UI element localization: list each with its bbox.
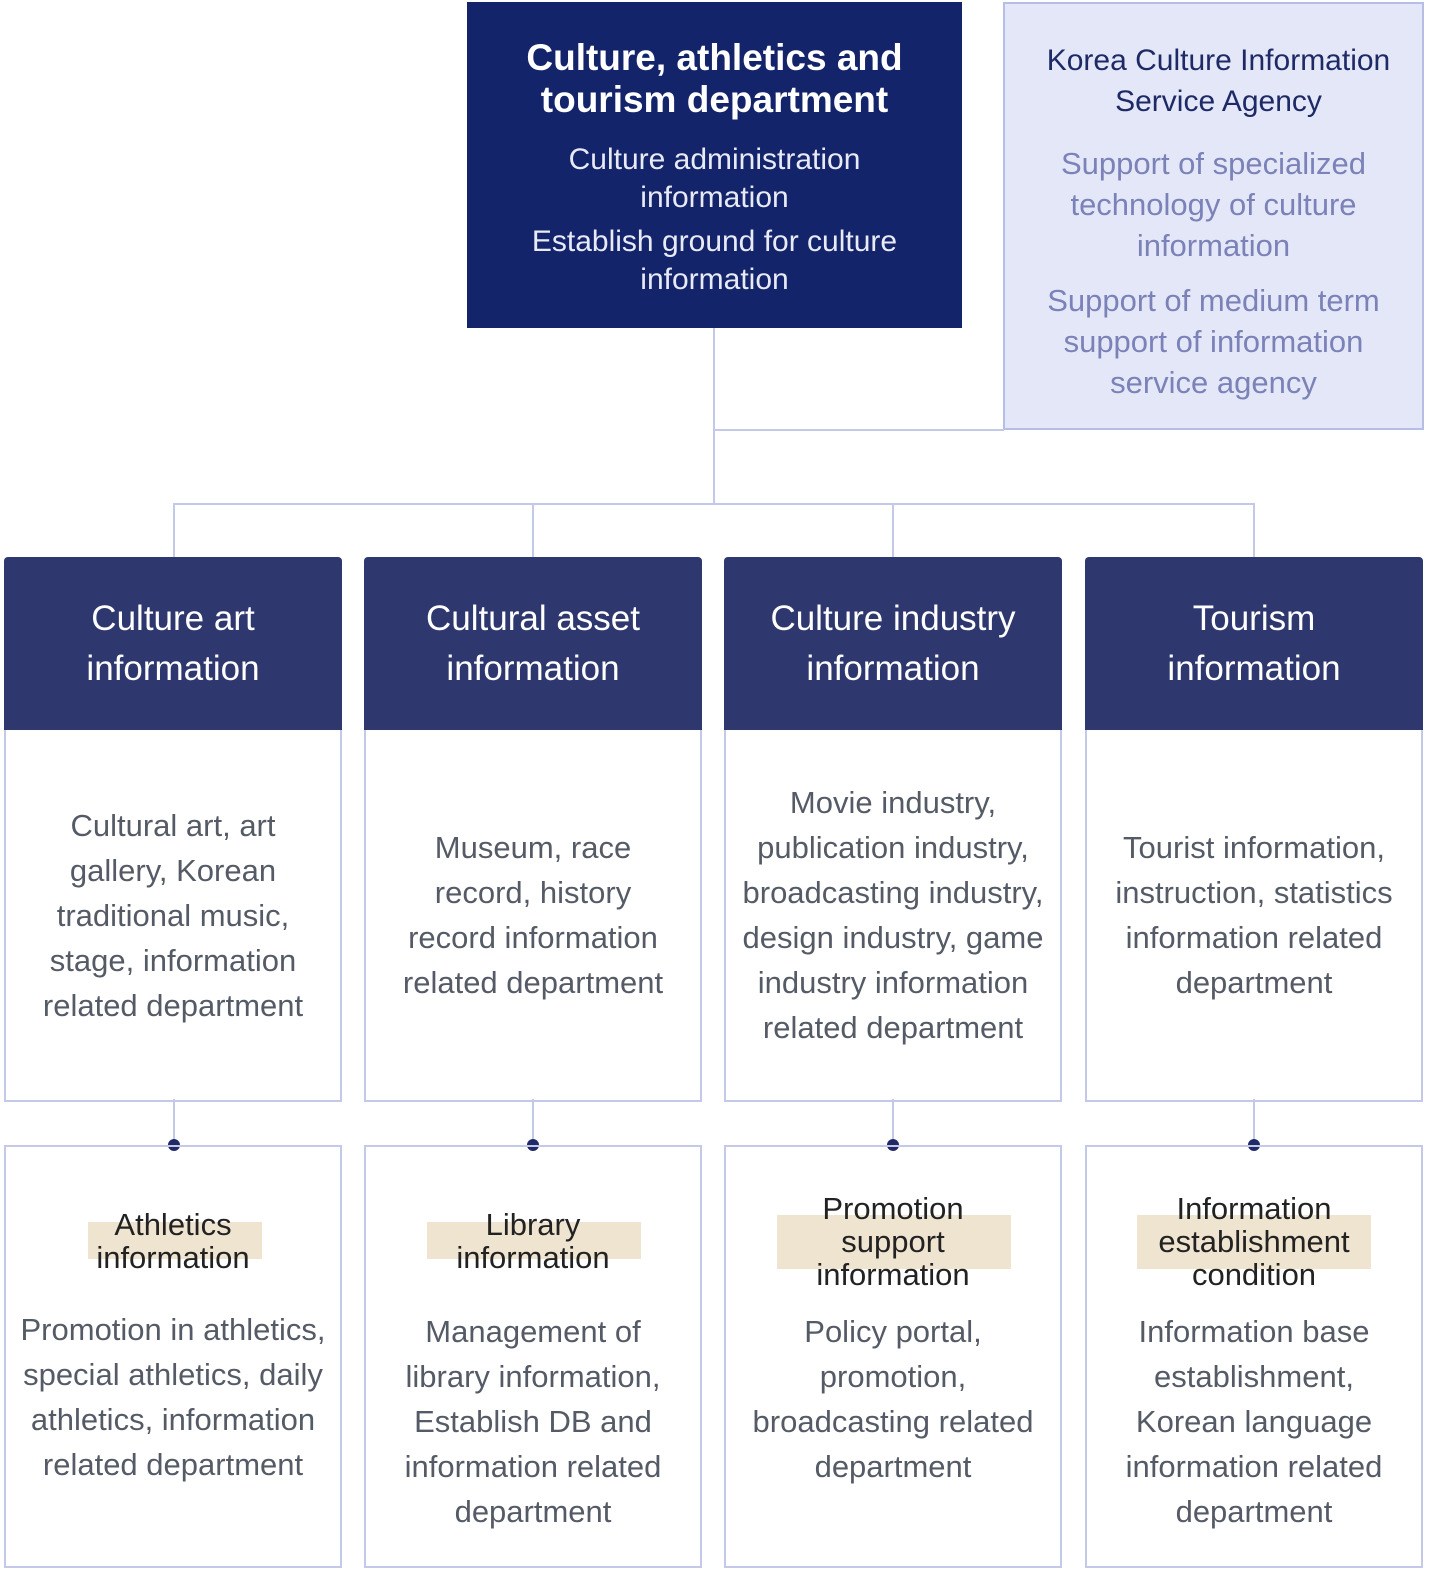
- connector-branch-drop: [892, 503, 894, 558]
- main-department-title: Culture, athletics and tourism departmen…: [526, 37, 903, 120]
- connector-branch-drop: [532, 503, 534, 558]
- agency-item: Support of specialized technology of cul…: [1060, 146, 1367, 263]
- department-header: Tourism information: [1085, 557, 1423, 730]
- connector-agency-horizontal: [713, 429, 1004, 431]
- sub-department-box: Promotion support information Policy por…: [724, 1145, 1062, 1568]
- department-header: Culture art information: [4, 557, 342, 730]
- sub-department-title: Library information: [456, 1207, 610, 1275]
- sub-department-title: Promotion support information: [816, 1191, 970, 1292]
- department-description: Tourist information, instruction, statis…: [1085, 730, 1423, 1102]
- sub-title-highlight: [777, 1215, 1011, 1269]
- sub-department-description: Policy portal, promotion, broadcasting r…: [752, 1314, 1034, 1484]
- department-column: Cultural asset information Museum, race …: [364, 557, 702, 1102]
- sub-department-description: Promotion in athletics, special athletic…: [20, 1312, 326, 1482]
- connector-sub: [173, 1099, 175, 1145]
- department-column: Culture art information Cultural art, ar…: [4, 557, 342, 1102]
- department-column: Tourism information Tourist information,…: [1085, 557, 1423, 1102]
- main-department-item: Establish ground for culture information: [531, 225, 898, 296]
- sub-title-highlight: [427, 1222, 641, 1259]
- sub-title-highlight: [1137, 1215, 1371, 1269]
- agency-title: Korea Culture Information Service Agency: [1046, 44, 1391, 118]
- sub-department-box: Library information Management of librar…: [364, 1145, 702, 1568]
- main-department-box: Culture, athletics and tourism departmen…: [467, 2, 962, 328]
- department-header: Culture industry information: [724, 557, 1062, 730]
- connector-branch-horizontal: [173, 503, 1255, 505]
- department-description: Movie industry, publication industry, br…: [724, 730, 1062, 1102]
- agency-item: Support of medium term support of inform…: [1047, 283, 1380, 400]
- connector-sub: [1253, 1099, 1255, 1145]
- sub-department-title: Athletics information: [96, 1207, 250, 1275]
- sub-title-highlight: [88, 1222, 262, 1259]
- connector-branch-drop: [173, 503, 175, 558]
- department-description: Museum, race record, history record info…: [364, 730, 702, 1102]
- connector-sub: [892, 1099, 894, 1145]
- connector-sub: [532, 1099, 534, 1145]
- sub-department-description: Management of library information, Estab…: [404, 1314, 662, 1529]
- main-department-item: Culture administration information: [568, 143, 861, 214]
- sub-department-description: Information base establishment, Korean l…: [1125, 1314, 1383, 1529]
- sub-department-box: Athletics information Promotion in athle…: [4, 1145, 342, 1568]
- sub-department-box: Information establishment condition Info…: [1085, 1145, 1423, 1568]
- connector-main-vertical: [713, 328, 715, 504]
- department-column: Culture industry information Movie indus…: [724, 557, 1062, 1102]
- connector-branch-drop: [1253, 503, 1255, 558]
- agency-box: Korea Culture Information Service Agency…: [1003, 2, 1424, 430]
- department-description: Cultural art, art gallery, Korean tradit…: [4, 730, 342, 1102]
- department-header: Cultural asset information: [364, 557, 702, 730]
- sub-department-title: Information establishment condition: [1158, 1191, 1350, 1292]
